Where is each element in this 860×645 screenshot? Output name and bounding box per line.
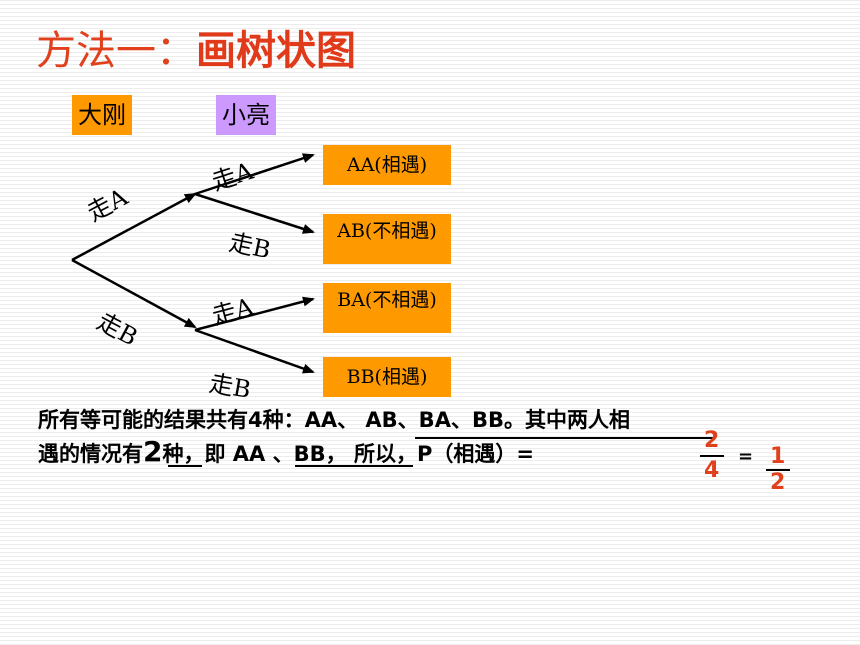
fraction-1-bar [700,455,724,457]
underline-count [168,465,202,467]
outcome-box-ba: BA(不相遇) [323,283,451,333]
result-line-2: 遇的情况有2种，即 AA 、BB， 所以，P（相遇）= [38,436,838,470]
branch-b-a [194,296,315,332]
outcome-box-aa: AA(相遇) [323,145,451,185]
result-line-2-c: ， 所以，P（相遇）= [325,442,534,466]
underline-line-1 [415,437,715,439]
result-text: 所有等可能的结果共有4种：AA、 AB、BA、BB。其中两人相 遇的情况有2种，… [38,404,838,470]
fraction-2-denominator: 2 [770,470,786,495]
title-method: 画树状图 [196,27,356,74]
person-label-xiaoliang: 小亮 [216,95,276,135]
result-line-2-b: 种，即 [162,442,233,466]
branch-root-a [71,192,197,262]
equals-sign: = [738,446,754,467]
favorable-cases: AA 、BB [232,442,326,466]
person-label-dagang: 大刚 [72,95,132,135]
fraction-1-denominator: 4 [704,458,720,483]
outcome-box-ab: AB(不相遇) [323,214,451,264]
branch-a-a [194,153,315,196]
fraction-2-numerator: 1 [770,444,786,469]
result-line-1: 所有等可能的结果共有4种：AA、 AB、BA、BB。其中两人相 [38,408,630,432]
page-title: 方法一：画树状图 [36,18,356,76]
fraction-1-numerator: 2 [704,428,720,453]
title-prefix: 方法一： [36,28,196,74]
branch-b-b [194,328,315,374]
edge-label-b-b: 走B [207,369,254,404]
favorable-count: 2 [143,435,163,468]
outcome-box-bb: BB(相遇) [323,357,451,397]
underline-cases [295,465,413,467]
branch-root-b [71,258,197,329]
fraction-2-bar [766,469,790,471]
branch-a-b [194,192,315,234]
result-line-2-a: 遇的情况有 [38,442,143,466]
